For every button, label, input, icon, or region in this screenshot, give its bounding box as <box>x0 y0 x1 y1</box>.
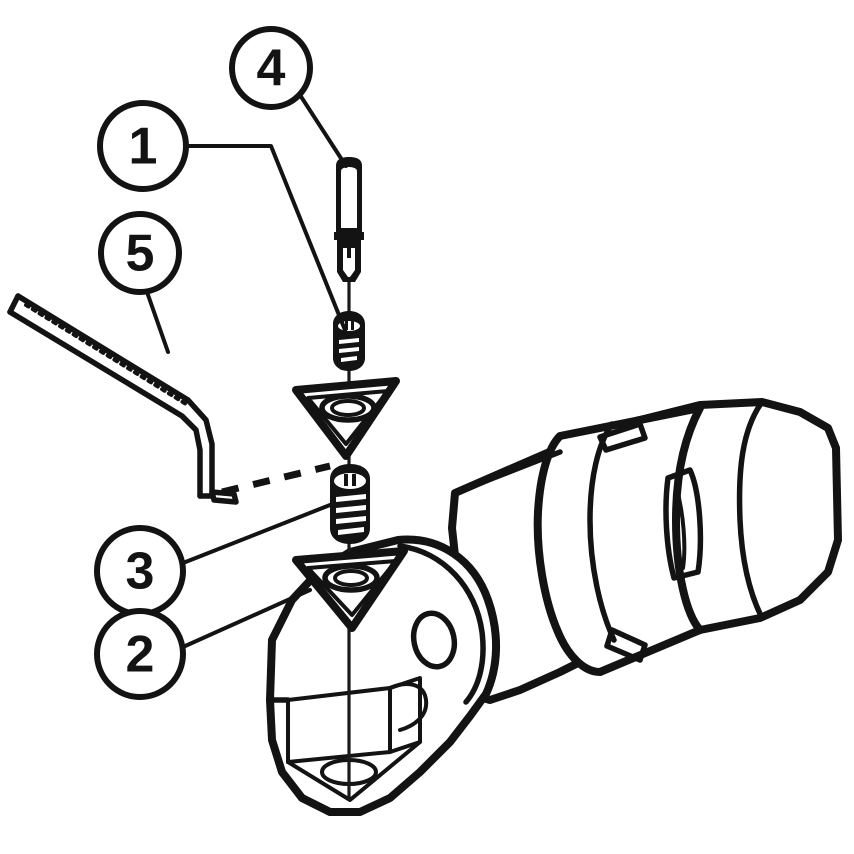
callout-5[interactable]: 5 <box>98 211 182 295</box>
cutting-insert-lower <box>292 547 408 632</box>
callout-2-circle[interactable] <box>94 608 186 700</box>
dashed-alignment-line <box>221 462 331 496</box>
callout-1-circle[interactable] <box>97 100 189 192</box>
leader-5 <box>145 290 170 354</box>
leader-3 <box>181 503 332 565</box>
callout-leaders <box>145 93 348 649</box>
callout-5-circle[interactable] <box>98 211 182 295</box>
callout-4[interactable]: 4 <box>229 26 313 110</box>
clamp-screw-small <box>333 311 365 371</box>
callout-3[interactable]: 3 <box>94 525 186 617</box>
leader-4 <box>298 93 348 168</box>
callout-4-circle[interactable] <box>229 26 313 110</box>
hex-key-wrench <box>7 293 239 505</box>
callout-3-label: 3 <box>126 543 155 601</box>
capto-shank <box>448 398 842 704</box>
callout-2-label: 2 <box>126 626 155 684</box>
leader-2 <box>181 588 312 649</box>
callout-2[interactable]: 2 <box>94 608 186 700</box>
coolant-hole <box>410 610 458 670</box>
callout-1[interactable]: 1 <box>97 100 189 192</box>
callout-4-label: 4 <box>257 40 286 98</box>
insert-screw-large <box>330 464 370 544</box>
cutting-insert-upper <box>292 377 400 460</box>
leader-1 <box>184 144 347 332</box>
callout-5-label: 5 <box>126 225 155 283</box>
callout-1-label: 1 <box>129 118 158 176</box>
tool-head-body <box>266 535 500 816</box>
driver-bit <box>334 157 364 282</box>
